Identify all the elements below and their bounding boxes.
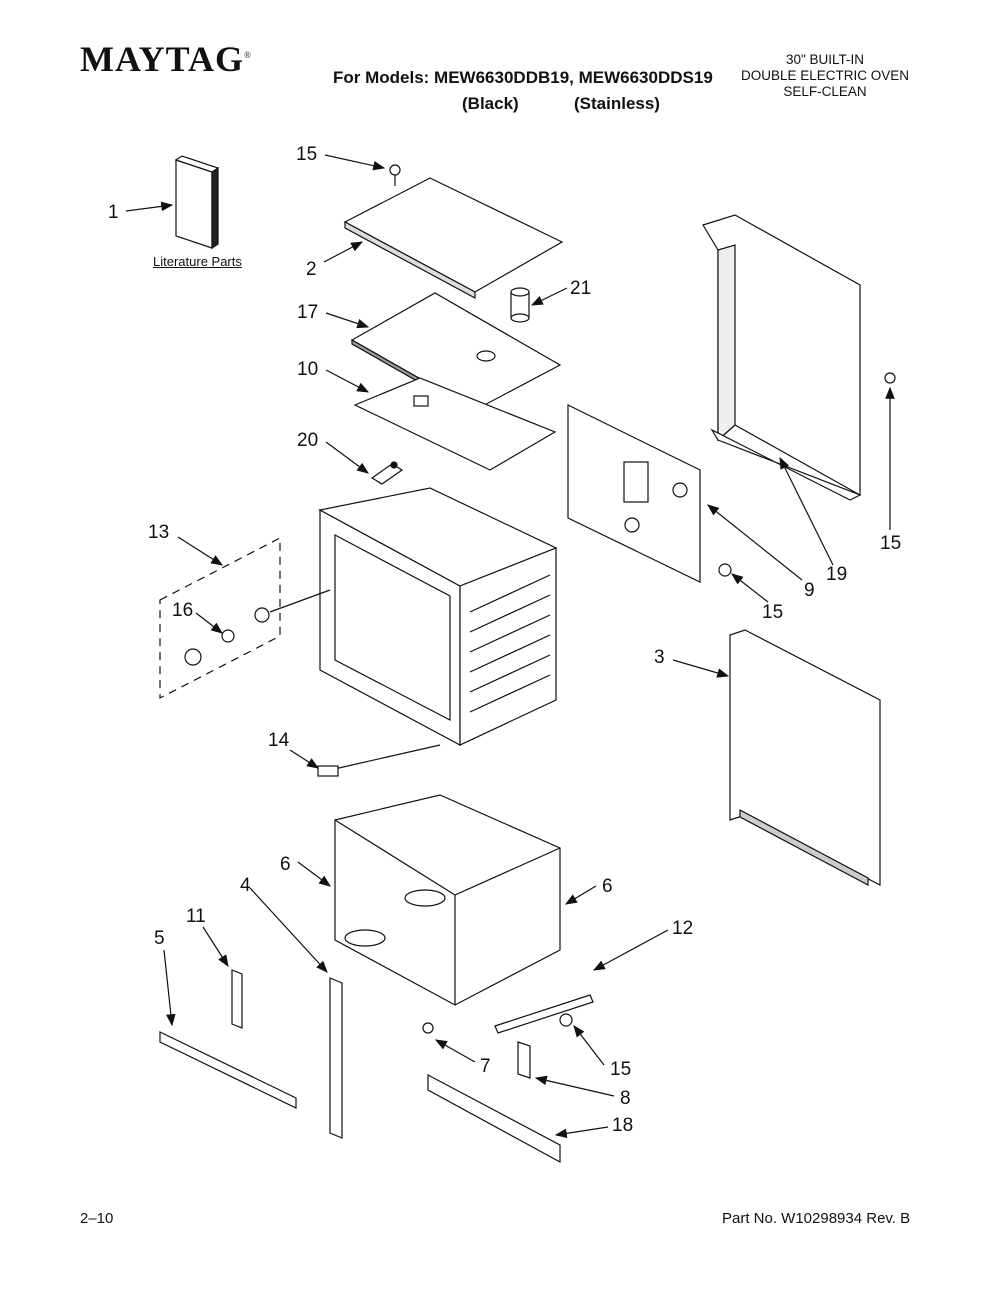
part-bottom-rail-right [427, 1074, 561, 1164]
callout-11: 11 [186, 906, 206, 927]
part-cylinder-insulator [510, 287, 530, 323]
part-bottom-rail-left [159, 1031, 297, 1109]
callout-4: 4 [240, 875, 251, 896]
callout-1: 1 [108, 202, 119, 223]
callout-3: 3 [654, 647, 665, 668]
part-clip [517, 1041, 531, 1079]
callout-18: 18 [612, 1115, 633, 1136]
part-outer-wrapper [702, 214, 862, 501]
part-number: Part No. W10298934 Rev. B [722, 1210, 911, 1227]
callout-9: 9 [804, 580, 815, 601]
callout-5: 5 [154, 928, 165, 949]
callout-15: 15 [880, 533, 901, 554]
leader-lines [125, 154, 895, 1139]
callout-14: 14 [268, 730, 290, 751]
product-line-3: SELF-CLEAN [783, 84, 867, 99]
callout-13: 13 [148, 522, 169, 543]
callout-15: 15 [296, 144, 317, 165]
variant-stainless: (Stainless) [574, 94, 660, 113]
part-literature-booklet [174, 155, 220, 250]
callout-10: 10 [297, 359, 318, 380]
part-back-panel [567, 404, 701, 583]
callout-6: 6 [602, 876, 613, 897]
callout-2: 2 [306, 259, 317, 280]
callout-15: 15 [762, 602, 783, 623]
callout-labels: 15 1 2 21 17 10 20 13 16 9 19 15 15 3 14… [108, 144, 901, 1136]
part-bracket [231, 969, 243, 1029]
models-line: For Models: MEW6630DDB19, MEW6630DDS19 [333, 68, 713, 87]
product-line-2: DOUBLE ELECTRIC OVEN [740, 68, 910, 83]
callout-15: 15 [610, 1059, 631, 1080]
callout-21: 21 [570, 278, 591, 299]
part-top-panel [343, 177, 564, 300]
product-line-1: 30" BUILT-IN [785, 52, 865, 67]
literature-parts-label: Literature Parts [153, 254, 242, 269]
part-control-group [159, 537, 331, 699]
part-screw-bottom [559, 1013, 573, 1027]
part-side-panel [729, 629, 881, 886]
part-screw-back [718, 563, 732, 577]
part-insulation-pad [353, 377, 557, 471]
callout-7: 7 [480, 1056, 491, 1077]
part-lower-enclosure [334, 794, 561, 1006]
part-switch [370, 461, 404, 485]
callout-17: 17 [297, 302, 318, 323]
callout-12: 12 [672, 918, 693, 939]
callout-19: 19 [826, 564, 847, 585]
callout-16: 16 [172, 600, 193, 621]
page-number: 2–10 [80, 1210, 114, 1227]
variant-black: (Black) [462, 94, 519, 113]
callout-6: 6 [280, 854, 291, 875]
callout-8: 8 [620, 1088, 631, 1109]
part-oven-cavity [318, 487, 558, 747]
product-description: 30" BUILT-IN DOUBLE ELECTRIC OVEN SELF-C… [720, 52, 930, 100]
part-rod [494, 994, 594, 1034]
part-screw-wrapper [884, 372, 896, 384]
part-wire-harness [317, 744, 441, 777]
brand-logo: MAYTAG® [80, 39, 252, 79]
part-screw-top [389, 164, 401, 186]
callout-20: 20 [297, 430, 318, 451]
part-nut [422, 1022, 434, 1034]
part-vertical-rail [329, 977, 343, 1139]
